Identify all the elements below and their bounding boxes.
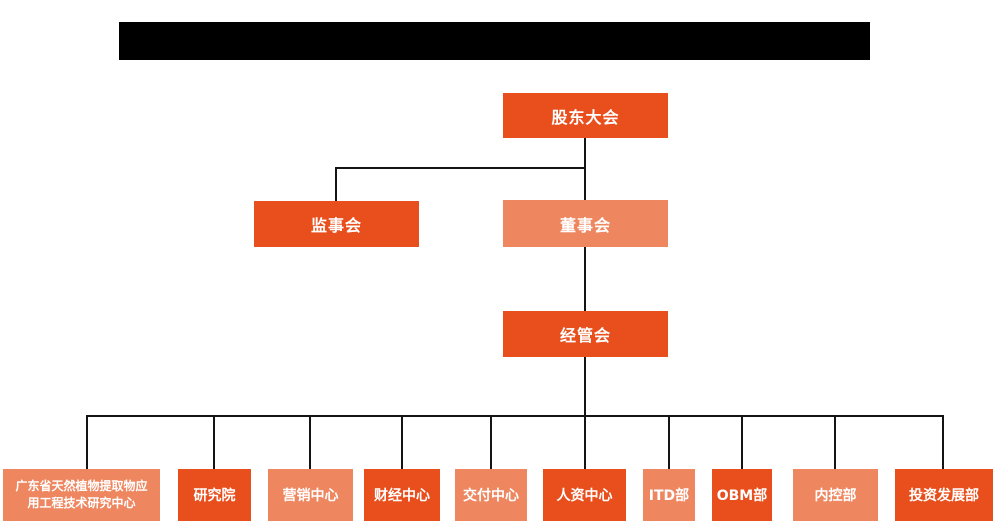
connector-line: [401, 415, 403, 469]
connector-line: [309, 415, 311, 469]
connector-line: [86, 415, 88, 469]
node-shareholders-meeting: 股东大会: [503, 93, 668, 138]
node-dept-research-institute: 研究院: [178, 469, 251, 521]
node-dept-investment-development: 投资发展部: [895, 469, 993, 521]
connector-line: [584, 247, 586, 311]
connector-line: [668, 415, 670, 469]
node-dept-hr-center: 人资中心: [543, 469, 626, 521]
connector-line: [335, 167, 337, 201]
connector-line: [86, 415, 944, 417]
connector-line: [942, 415, 944, 469]
node-dept-research-center: 广东省天然植物提取物应用工程技术研究中心: [3, 469, 160, 521]
node-dept-itd: ITD部: [643, 469, 695, 521]
node-board-of-directors: 董事会: [503, 200, 668, 247]
node-dept-finance-center: 财经中心: [364, 469, 440, 521]
node-dept-obm: OBM部: [712, 469, 772, 521]
node-supervisory-board: 监事会: [254, 201, 419, 247]
node-dept-marketing-center: 营销中心: [268, 469, 353, 521]
dept-label: 广东省天然植物提取物应用工程技术研究中心: [15, 479, 148, 510]
node-dept-delivery-center: 交付中心: [455, 469, 527, 521]
connector-line: [741, 415, 743, 469]
node-management-committee: 经管会: [503, 311, 668, 357]
connector-line: [335, 167, 586, 169]
connector-line: [213, 415, 215, 469]
connector-line: [490, 415, 492, 469]
connector-line: [834, 415, 836, 469]
redacted-title-bar: [119, 22, 870, 60]
connector-line: [584, 138, 586, 200]
node-dept-internal-control: 内控部: [793, 469, 878, 521]
connector-line: [584, 357, 586, 469]
